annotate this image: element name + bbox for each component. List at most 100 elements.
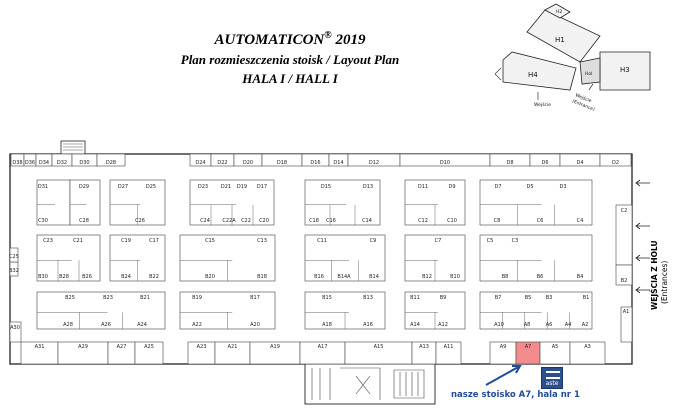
- entrance-label-1: WEJŚCIA Z HOLU: [650, 240, 659, 310]
- stand-label: D20: [243, 160, 253, 166]
- stand-label: B14: [369, 274, 379, 280]
- stand-label: A8: [524, 322, 531, 328]
- stand-block-b2[interactable]: [69, 179, 101, 226]
- hall-hol-shape: [579, 57, 601, 85]
- stand-label: C12: [418, 218, 428, 224]
- stand-label: D29: [79, 184, 89, 190]
- logo-mark-icon: [546, 371, 560, 379]
- stand-label: B24: [121, 274, 131, 280]
- stand-block-r2f[interactable]: [479, 234, 593, 282]
- stand-label: D6: [541, 160, 548, 166]
- stand-block-r3e[interactable]: [479, 291, 593, 330]
- stand-label: C6: [537, 218, 544, 224]
- bottom-stand[interactable]: [435, 341, 462, 365]
- bottom-stand[interactable]: [569, 341, 606, 365]
- stand-label: D32: [57, 160, 67, 166]
- stand-label: A14: [410, 322, 420, 328]
- stand-label: A12: [438, 322, 448, 328]
- side-stand[interactable]: [620, 306, 633, 343]
- stand-block-r2a[interactable]: [36, 234, 101, 282]
- stand-label: B20: [205, 274, 215, 280]
- top-stand[interactable]: [96, 153, 126, 167]
- pointer-arrow-icon: [485, 365, 522, 386]
- stand-label: A30: [10, 325, 20, 331]
- stand-label: D8: [506, 160, 513, 166]
- stand-label: B14A: [337, 274, 351, 280]
- stand-label: B32: [9, 268, 19, 274]
- entrance-arrow-icon: [635, 222, 650, 230]
- venue-minimap: [502, 3, 651, 91]
- stand-label: D12: [369, 160, 379, 166]
- stand-label: A19: [270, 344, 280, 350]
- stand-label: B11: [410, 295, 420, 301]
- top-stair: [60, 140, 86, 155]
- stand-block-b7[interactable]: [479, 179, 593, 226]
- stand-label: B10: [450, 274, 460, 280]
- stand-label: B8: [502, 274, 509, 280]
- stand-label: B3: [546, 295, 553, 301]
- entrance-arrow-icon: [635, 254, 650, 262]
- stand-label: B30: [38, 274, 48, 280]
- stand-label: B6: [537, 274, 544, 280]
- stand-label: D25: [146, 184, 156, 190]
- plan-title: AUTOMATICON® 2019: [214, 30, 366, 48]
- stand-label: D16: [310, 160, 320, 166]
- minimap-h3: H3: [620, 66, 630, 74]
- stand-label: A28: [63, 322, 73, 328]
- stand-label: A29: [78, 344, 88, 350]
- stand-label: B12: [422, 274, 432, 280]
- stand-label: C20: [259, 218, 269, 224]
- stand-label: A13: [419, 344, 429, 350]
- stand-label: B22: [149, 274, 159, 280]
- stand-block-r3a[interactable]: [36, 291, 166, 330]
- stand-label: B21: [140, 295, 150, 301]
- stand-label: A2: [582, 322, 589, 328]
- stand-label: A4: [565, 322, 572, 328]
- stand-label: C14: [362, 218, 372, 224]
- stand-label: C24: [200, 218, 210, 224]
- stand-label: C17: [149, 238, 159, 244]
- stand-label: C22: [241, 218, 251, 224]
- stand-label: C15: [205, 238, 215, 244]
- stand-label: D10: [440, 160, 450, 166]
- service-core-details: [311, 367, 425, 400]
- side-stand[interactable]: [9, 247, 19, 263]
- stand-label: A24: [137, 322, 147, 328]
- aste-logo: aste: [541, 367, 563, 389]
- hall-title: HALA I / HALL I: [242, 71, 338, 86]
- stand-block-b1[interactable]: [36, 179, 71, 226]
- stand-label: C11: [317, 238, 327, 244]
- minimap-entrance2-arrow-icon: [588, 83, 594, 91]
- stand-label: D7: [494, 184, 501, 190]
- stand-label: D24: [195, 160, 205, 166]
- stand-label: D30: [79, 160, 89, 166]
- stand-block-b5[interactable]: [304, 179, 381, 226]
- minimap-hol: Hol: [585, 71, 592, 77]
- bottom-stand[interactable]: [134, 341, 164, 365]
- hall-h4-shape: [502, 51, 577, 91]
- side-stand[interactable]: [615, 264, 633, 286]
- side-stand[interactable]: [9, 321, 22, 343]
- stand-label: D36: [25, 160, 35, 166]
- top-stand[interactable]: [599, 153, 632, 167]
- stand-label: A18: [322, 322, 332, 328]
- stand-block-r2d[interactable]: [304, 234, 386, 282]
- stand-label: C23: [43, 238, 53, 244]
- stand-label: D31: [38, 184, 48, 190]
- stand-label: A31: [35, 344, 45, 350]
- stand-label: A3: [584, 344, 591, 350]
- stand-label: A10: [494, 322, 504, 328]
- stand-label: D9: [448, 184, 455, 190]
- entrance-arrow-icon: [635, 286, 650, 294]
- stand-label: C7: [435, 238, 442, 244]
- stand-label: C13: [257, 238, 267, 244]
- stand-label: C21: [73, 238, 83, 244]
- stand-label: A5: [552, 344, 559, 350]
- stand-label: D38: [12, 160, 22, 166]
- side-stand[interactable]: [615, 204, 633, 266]
- stand-label: B16: [314, 274, 324, 280]
- minimap-h2: H2: [556, 9, 562, 15]
- stand-label: B4: [577, 274, 584, 280]
- stand-label: B18: [257, 274, 267, 280]
- stand-label: D21: [221, 184, 231, 190]
